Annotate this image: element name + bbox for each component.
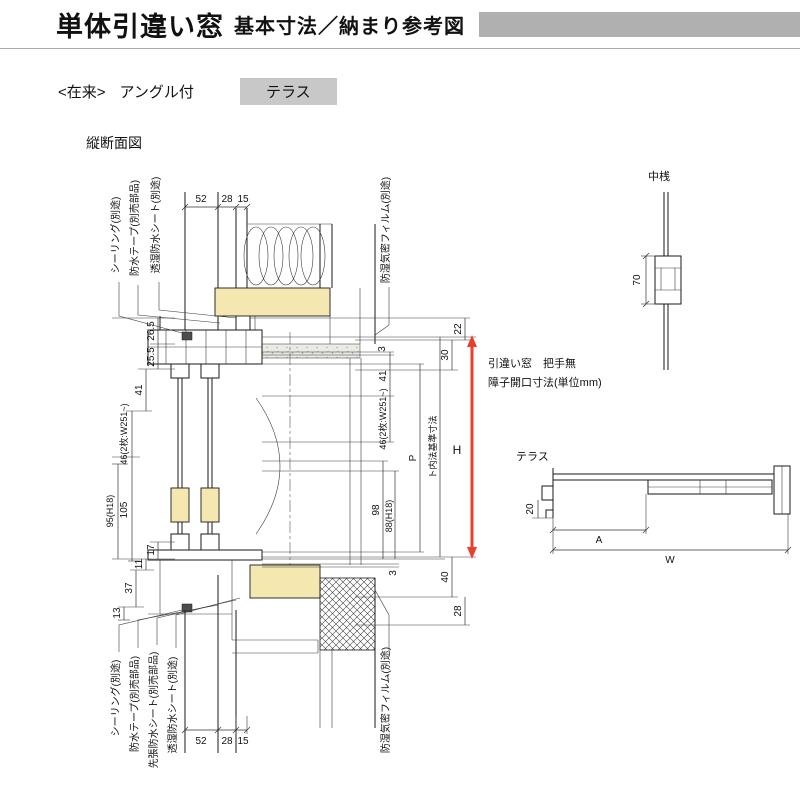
outer-sash-mid-rail [170, 487, 190, 523]
sealing-point-top [181, 331, 193, 341]
page-title-sub: 基本寸法／納まり参考図 [234, 15, 465, 38]
dim-right-30: 30 [440, 349, 451, 361]
title-gray-bar [479, 11, 800, 37]
operation-arc [255, 397, 281, 535]
insulation-coil [243, 226, 326, 286]
dim-top-15: 15 [237, 194, 249, 205]
dim-right-40: 40 [440, 571, 451, 583]
lintel-wood-block [214, 287, 331, 317]
window-sill [147, 358, 376, 654]
annotations-top: シーリング(別途) 防水テープ(別売部品) 透湿防水シート(別途) 防湿気密フィ… [109, 177, 392, 336]
note-line1: 引違い窓 把手無 [488, 356, 576, 370]
mortar-hatch-bottom [319, 577, 376, 651]
dim-left-105: 105 [119, 501, 130, 518]
dim-right-22: 22 [453, 323, 464, 335]
mortar-strip-top [254, 343, 361, 359]
annotation-tape-top: 防水テープ(別売部品) [128, 180, 141, 276]
upper-wall-section [184, 192, 376, 359]
subheader: <在来> アングル付 テラス [58, 78, 337, 105]
nakazan-dim-70: 70 [632, 274, 643, 286]
annotation-film-top: 防湿気密フィルム(別途) [379, 177, 392, 283]
dim-bottom-52: 52 [195, 736, 207, 747]
lower-wall-section [184, 575, 376, 753]
annotation-tape-bottom: 防水テープ(別売部品) [128, 656, 141, 752]
dim-left-17: 17 [146, 544, 157, 556]
dim-left-26-5: 26.5 [146, 321, 157, 341]
section-title: 縦断面図 [86, 135, 142, 151]
annotation-pre-sheet-bottom: 先張防水シート(別売部品) [147, 652, 160, 769]
dim-right-28: 28 [453, 605, 464, 617]
terrace-detail: テラス 20 A W [516, 451, 792, 566]
dim-top-52: 52 [195, 194, 207, 205]
inner-sash-mid-rail [200, 487, 220, 523]
dim-left-46: 46(2枚:W251~) [118, 403, 129, 464]
dim-left-11: 11 [134, 558, 145, 569]
sill-wood-block [249, 564, 321, 599]
dim-right-base-line: ト内法基準寸法 [427, 415, 438, 478]
right-dimension-chains: 3 41 46(2枚:W251~) 98 88(H18) P ト内法基準寸法 3… [250, 317, 476, 626]
nakazan-detail: 中桟 70 [632, 169, 682, 370]
terrace-dim-20: 20 [525, 503, 536, 515]
tag-construction-type: <在来> [58, 84, 106, 101]
dim-right-98: 98 [371, 504, 382, 516]
annotation-film-bottom: 防湿気密フィルム(別途) [379, 647, 392, 753]
dim-right-p: P [408, 454, 419, 461]
dim-bottom-28: 28 [221, 736, 233, 747]
terrace-label: テラス [516, 451, 549, 463]
dim-right-3-top: 3 [377, 346, 388, 352]
title-rule [0, 48, 800, 49]
note-block: 引違い窓 把手無 障子開口寸法(単位mm) [488, 356, 602, 389]
dim-right-41: 41 [378, 370, 389, 382]
dim-top-28: 28 [221, 194, 233, 205]
sliding-sashes [170, 332, 291, 572]
outer-sash [170, 363, 190, 551]
dim-left-25-5: 25.5 [146, 347, 157, 367]
tag-window-type: テラス [239, 78, 337, 105]
dim-right-3-bottom: 3 [388, 570, 399, 576]
left-dimension-chains: 26.5 25.5 41 46(2枚:W251~) 95(H18) 105 17… [105, 317, 175, 621]
annotation-sheet-bottom: 透湿防水シート(別途) [166, 657, 179, 754]
terrace-dim-a: A [596, 535, 603, 546]
drawing-canvas: 52 28 15 52 28 15 [105, 169, 792, 769]
dim-left-41: 41 [134, 384, 145, 396]
dim-right-88: 88(H18) [384, 500, 394, 533]
dim-left-95: 95(H18) [105, 495, 115, 528]
window-head-frame [147, 316, 263, 365]
title-bar: 単体引違い窓 基本寸法／納まり参考図 [0, 8, 800, 42]
terrace-left-jamb [541, 468, 554, 518]
inner-sash [200, 363, 220, 551]
dim-right-h: H [453, 443, 462, 457]
dim-left-37: 37 [124, 582, 135, 594]
annotation-sheet-top: 透湿防水シート(別途) [149, 177, 162, 274]
top-dimension-chain: 52 28 15 [181, 194, 251, 211]
nakazan-label: 中桟 [648, 169, 670, 183]
dim-right-46: 46(2枚:W251~) [377, 388, 388, 449]
dim-left-13: 13 [112, 607, 123, 619]
tag-angle-type: アングル付 [119, 84, 194, 101]
dim-bottom-15: 15 [237, 736, 249, 747]
bottom-dimension-chain: 52 28 15 [181, 716, 251, 747]
page-title-main: 単体引違い窓 [56, 11, 224, 42]
annotation-sealing-bottom: シーリング(別途) [109, 660, 122, 737]
annotation-sealing-top: シーリング(別途) [109, 197, 122, 274]
note-line2: 障子開口寸法(単位mm) [488, 375, 602, 389]
terrace-dim-w: W [665, 555, 675, 566]
annotations-bottom: シーリング(別途) 防水テープ(別売部品) 先張防水シート(別売部品) 透湿防水… [109, 589, 392, 769]
h-dimension-arrow [467, 335, 477, 559]
